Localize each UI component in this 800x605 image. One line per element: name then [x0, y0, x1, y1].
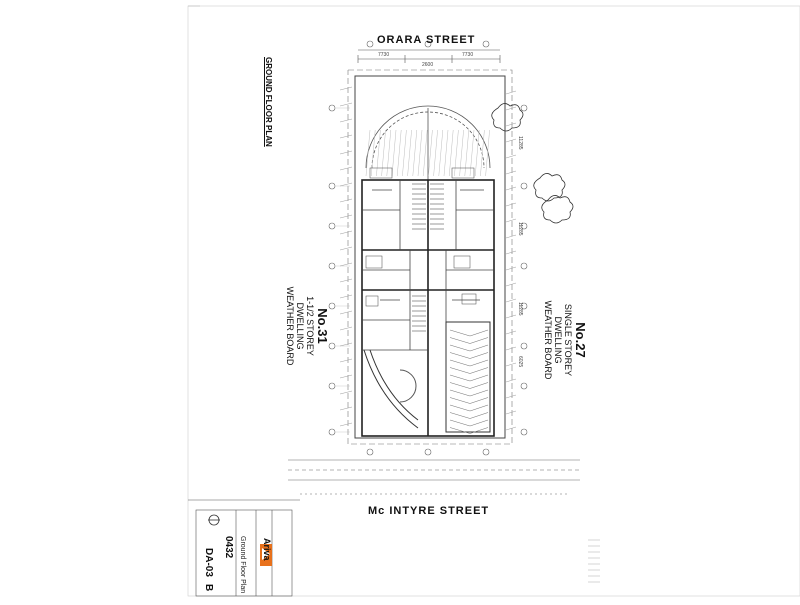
neighbour-right-line2: DWELLING	[553, 316, 563, 364]
neighbour-right-line1: SINGLE STOREY	[563, 303, 573, 377]
site-boundary	[354, 75, 506, 439]
neighbour-left-number: No.31	[315, 308, 330, 344]
title-project-no: 0432	[223, 536, 234, 559]
notes-marks	[588, 539, 600, 583]
neighbour-left-line2: DWELLING	[295, 302, 305, 350]
neighbour-right-line3: WEATHER BOARD	[543, 300, 553, 380]
title-revision: B	[203, 584, 214, 592]
top-dimension-line	[357, 49, 501, 63]
site-boundary-dash	[347, 69, 513, 445]
dim-top-3: 7730	[462, 52, 473, 58]
dim-top-1: 7730	[378, 52, 389, 58]
neighbour-right-label: No.27 SINGLE STOREY DWELLING WEATHER BOA…	[543, 300, 588, 380]
room-partitions	[362, 167, 494, 351]
ariva-logo-icon	[260, 544, 272, 566]
sheet-title: GROUND FLOOR PLAN	[264, 57, 273, 147]
neighbour-right-number: No.27	[573, 322, 588, 358]
neighbour-left-line3: WEATHER BOARD	[285, 286, 295, 366]
street-name-top: ORARA STREET	[377, 34, 476, 46]
title-firm: Ariva	[262, 538, 272, 561]
street-name-bottom: Mc INTYRE STREET	[368, 505, 490, 517]
trees	[491, 103, 574, 224]
grid-bubbles	[328, 40, 528, 456]
dim-right-1: 11285	[517, 136, 523, 150]
bay-window	[363, 349, 419, 429]
building-walls	[361, 179, 495, 437]
title-drawing-no: DA-03	[203, 548, 214, 577]
paving-hatch	[365, 129, 490, 177]
title-drawing-name: Ground Floor Plan	[239, 536, 246, 594]
dim-right-2: 11285	[517, 222, 523, 236]
annotation-marks	[339, 86, 517, 431]
dim-right-3: 11285	[517, 302, 523, 316]
neighbour-left-line1: 1-1/2 STOREY	[305, 296, 315, 356]
stairs	[412, 183, 444, 332]
dim-top-2: 2600	[422, 62, 433, 68]
dim-right-4: 6025	[517, 356, 523, 367]
sheet-border	[187, 5, 800, 597]
north-point-icon	[208, 514, 220, 526]
road-lines	[288, 459, 580, 495]
carport	[445, 321, 491, 434]
neighbour-left-label: No.31 1-1/2 STOREY DWELLING WEATHER BOAR…	[285, 286, 330, 366]
